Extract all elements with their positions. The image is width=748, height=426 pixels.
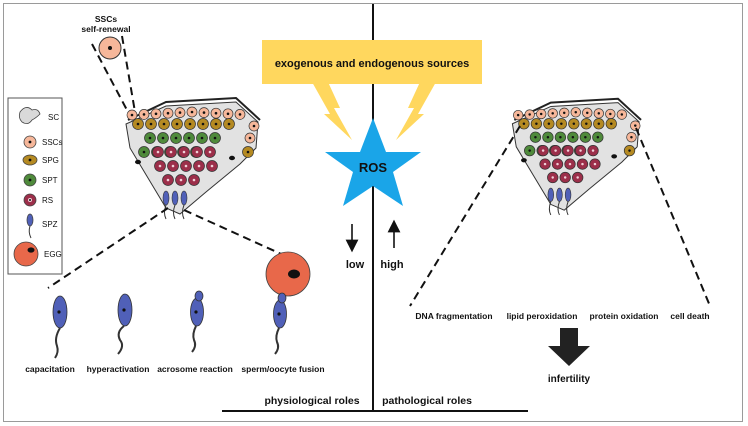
spz-cell: [162, 190, 170, 206]
legend-spg-row: SPG: [22, 154, 59, 166]
high-label: high: [380, 259, 403, 271]
sources-banner-text: exogenous and endogenous sources: [275, 58, 469, 70]
tubule-body: [511, 102, 640, 211]
legend-box: [7, 97, 63, 275]
sperm-hyperactivation: [117, 293, 133, 355]
spz-cell: [547, 187, 554, 202]
legend-sc-label: SC: [48, 113, 59, 122]
sperm-capacitation: [52, 295, 68, 359]
lightning-bolt-right: [396, 82, 436, 140]
spz-cell: [171, 190, 179, 206]
low-label: low: [346, 259, 365, 271]
legend-sc-row: SC: [18, 107, 59, 124]
label-sperm-oocyte-fusion: sperm/oocyte fusion: [241, 364, 324, 374]
figure-frame: [3, 3, 743, 422]
label-cell-death: cell death: [670, 311, 709, 321]
lightning-bolt-left: [312, 82, 352, 140]
label-capacitation: capacitation: [25, 364, 75, 374]
sources-banner: [262, 40, 482, 84]
legend-spg-label: SPG: [42, 156, 59, 165]
label-protein-oxidation: protein oxidation: [590, 311, 659, 321]
zoom-dash-left-b: [183, 209, 291, 259]
legend-spt-label: SPT: [42, 176, 58, 185]
legend-sscs-row: SSCs: [23, 135, 62, 149]
tubule-body: [125, 101, 259, 215]
spz-icon: [26, 213, 34, 227]
sperm-acrosome-reaction: [190, 290, 204, 353]
label-acrosome-reaction: acrosome reaction: [157, 364, 233, 374]
sperm-oocyte-fusion: [265, 251, 311, 355]
zoom-dash-right-a: [409, 125, 521, 307]
ros-label: ROS: [359, 160, 388, 175]
tubule-section-right: [511, 97, 642, 216]
ssc-self-renewal-nucleus: [108, 46, 112, 50]
footer-physiological-roles: physiological roles: [264, 395, 359, 407]
zoom-dash-left-a: [47, 207, 169, 289]
ssc-note-line1: SSCs: [95, 14, 117, 24]
legend-spz-row: SPZ: [26, 213, 58, 239]
legend-spt-row: SPT: [23, 173, 58, 187]
label-lipid-peroxidation: lipid peroxidation: [507, 311, 578, 321]
legend-spz-label: SPZ: [42, 220, 58, 229]
label-dna-fragmentation: DNA fragmentation: [415, 311, 492, 321]
spz-cell: [180, 190, 188, 206]
legend-egg-row: EGG: [13, 241, 62, 267]
label-hyperactivation: hyperactivation: [87, 364, 150, 374]
zoom-dash-right-b: [635, 127, 711, 307]
infertility-arrow: [548, 328, 590, 366]
sc-icon: [18, 107, 41, 124]
ros-star: [325, 118, 421, 206]
spz-cell: [556, 187, 563, 202]
label-infertility: infertility: [548, 374, 591, 385]
legend-egg-label: EGG: [44, 250, 62, 259]
legend-rs-row: RS: [23, 193, 53, 207]
ssc-note-line2: self-renewal: [81, 24, 130, 34]
tubule-section-left: [125, 96, 261, 220]
spz-cell: [564, 187, 572, 202]
egg-icon: [13, 241, 39, 267]
legend-sscs-label: SSCs: [42, 138, 62, 147]
footer-pathological-roles: pathological roles: [382, 395, 472, 407]
ssc-dash-right: [121, 35, 136, 113]
legend-rs-label: RS: [42, 196, 53, 205]
